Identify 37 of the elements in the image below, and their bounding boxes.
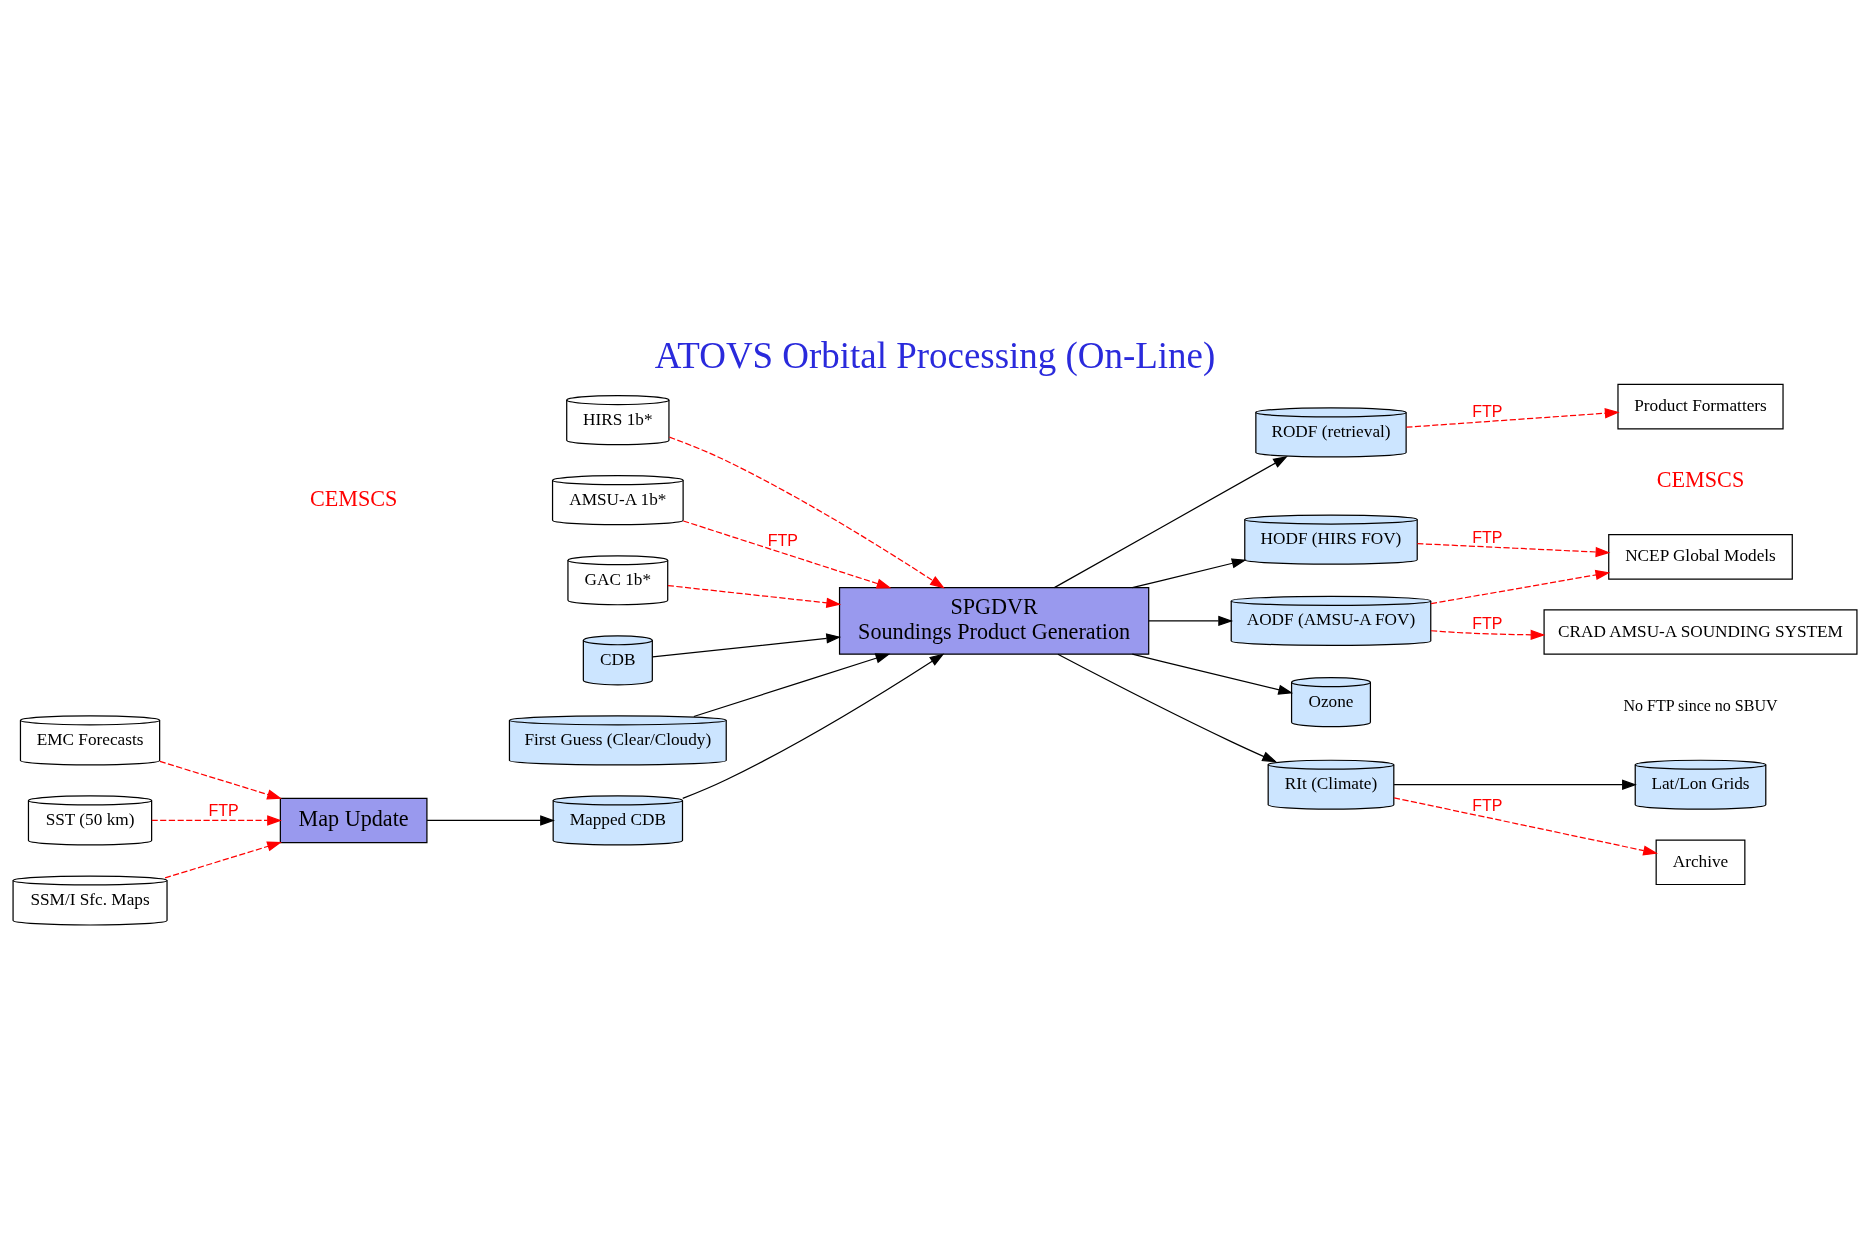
arrow [693, 652, 891, 717]
node-box: SPGDVR Soundings Product Generation [838, 586, 1150, 655]
label: No FTP since no SBUV [1623, 696, 1778, 714]
arrow [1131, 557, 1247, 588]
arrow [667, 584, 842, 608]
arrow [1405, 407, 1620, 428]
arrow [1393, 796, 1658, 856]
edge-label: FTP [1472, 796, 1503, 814]
arrow [1430, 629, 1546, 640]
edge-label: FTP [767, 531, 798, 549]
arrow [1430, 569, 1611, 604]
arrow [1393, 779, 1637, 790]
arrow [1148, 615, 1234, 626]
arrow [1053, 455, 1288, 588]
arrow [1057, 653, 1277, 762]
edge-label: FTP [1472, 614, 1503, 632]
edge-label: FTP [1472, 528, 1503, 546]
arrow [164, 840, 282, 878]
label: CEMSCS [1656, 466, 1745, 492]
arrow [1131, 653, 1294, 695]
node-box: Archive [1655, 839, 1746, 885]
diagram-title: ATOVS Orbital Processing (On-Line) [654, 334, 1216, 376]
label: CEMSCS [309, 485, 398, 511]
node-box: Map Update [279, 797, 428, 843]
node-box: NCEP Global Models [1608, 533, 1793, 580]
node-box: CRAD AMSU-A SOUNDING SYSTEM [1543, 608, 1858, 655]
arrow [668, 436, 945, 588]
node-box: Product Formatters [1617, 383, 1784, 429]
arrow [682, 519, 892, 589]
edge-label: FTP [1472, 402, 1503, 420]
arrow [1416, 542, 1611, 557]
arrow [651, 632, 842, 657]
arrow [151, 814, 282, 826]
arrow [426, 814, 555, 826]
arrow [682, 652, 945, 799]
edge-label: FTP [208, 801, 239, 819]
arrow [159, 760, 282, 799]
